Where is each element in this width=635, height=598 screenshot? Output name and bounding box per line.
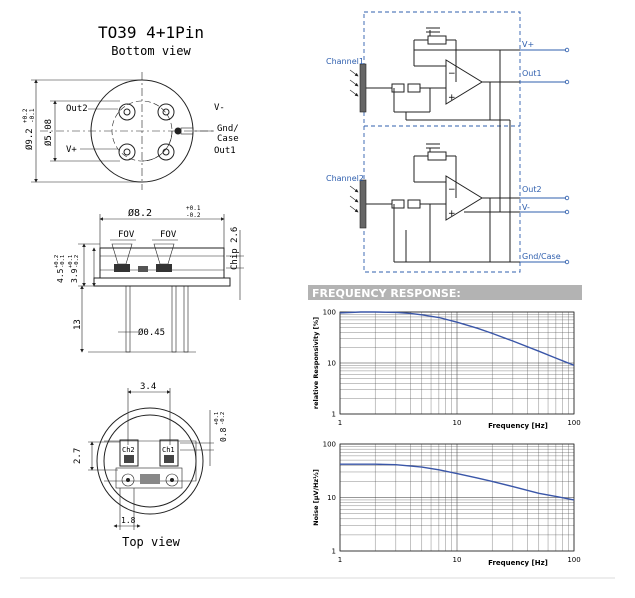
y-axis-label: Noise [µV/Hz½]	[312, 469, 320, 526]
top-view-drawing: 3.4 Ch2 Ch1 2.7 0.8 +0.1 -0.2 1.8 Top vi…	[73, 382, 228, 549]
pin-label-out1: Out1	[214, 146, 236, 156]
svg-text:-0.2: -0.2	[74, 255, 80, 268]
dim-heights: 4.5 +0.2 -0.1 3.9 +0.1 -0.2	[54, 243, 100, 287]
label-ch2: Ch2	[122, 446, 135, 454]
pin-label-gnd: Gnd/	[217, 124, 239, 134]
banner-title: FREQUENCY RESPONSE:	[312, 287, 461, 300]
svg-text:−: −	[448, 69, 456, 79]
x-axis-label: Frequency [Hz]	[488, 559, 548, 567]
label-channel2: Channel2	[326, 174, 364, 183]
label-channel1: Channel1	[326, 57, 364, 66]
pin-label-vplus: V+	[66, 145, 77, 155]
x-tick-label: 10	[453, 419, 462, 427]
svg-text:-0.2: -0.2	[220, 412, 226, 425]
channel1-circuit: − +	[349, 27, 520, 121]
svg-text:3.9: 3.9	[70, 268, 79, 283]
x-axis-label: Frequency [Hz]	[488, 422, 548, 430]
can-flange	[93, 277, 231, 287]
dim-pitch: 3.4	[140, 382, 156, 392]
svg-text:Ø5.08: Ø5.08	[43, 119, 54, 146]
svg-text:+0.1: +0.1	[68, 255, 74, 268]
y-tick-label: 10	[327, 360, 336, 368]
dim-lead-dia: Ø0.45	[138, 327, 165, 338]
svg-text:+0.2: +0.2	[54, 255, 60, 268]
top-inner-circle	[103, 414, 197, 508]
x-tick-label: 1	[338, 556, 342, 564]
svg-text:-0.1: -0.1	[60, 255, 66, 268]
x-tick-label: 100	[567, 419, 580, 427]
circuit-schematic: − +	[326, 11, 570, 273]
package-title: TO39 4+1Pin	[98, 23, 204, 42]
dim-pin-circle: Ø5.08	[43, 100, 120, 162]
label-ch1: Ch1	[162, 446, 175, 454]
x-tick-label: 1	[338, 419, 342, 427]
bottom-view-drawing: TO39 4+1Pin Bottom view Out2 V+ V- Gnd/ …	[22, 23, 239, 190]
banner-bg	[308, 285, 582, 300]
opamp2	[445, 175, 483, 221]
circuit-frame	[363, 11, 521, 273]
y-tick-label: 1	[332, 548, 336, 556]
x-tick-label: 10	[453, 556, 462, 564]
opamp1	[445, 59, 483, 105]
y-tick-label: 10	[327, 494, 336, 502]
svg-text:4.5: 4.5	[56, 268, 65, 283]
pin-label-case: Case	[217, 134, 239, 144]
ch1-element	[159, 439, 179, 467]
pin-label-out2: Out2	[66, 104, 88, 114]
svg-text:+: +	[448, 93, 456, 103]
ch2-element	[119, 439, 139, 467]
svg-text:+0.1: +0.1	[186, 205, 201, 212]
dim-lead-len: 13	[73, 319, 83, 330]
series-line	[339, 311, 575, 366]
top-outer-circle	[96, 407, 204, 515]
pins	[118, 103, 194, 161]
svg-text:FOV: FOV	[160, 230, 177, 240]
y-tick-label: 100	[323, 309, 336, 317]
fov-windows: FOV FOV	[110, 230, 178, 272]
dim-off-right: 0.8	[219, 427, 228, 442]
y-axis-label: relative Responsivity [%]	[312, 317, 320, 409]
package-subtitle: Bottom view	[111, 44, 191, 58]
svg-text:+0.1: +0.1	[214, 412, 220, 425]
label-vminus: V-	[522, 203, 530, 212]
plot-frame	[339, 443, 575, 552]
svg-text:+0.2: +0.2	[22, 108, 29, 123]
leads: 13 Ø0.45	[73, 285, 196, 353]
channel2-circuit: − +	[349, 50, 520, 263]
svg-text:−: −	[448, 185, 456, 195]
label-vplus: V+	[522, 40, 534, 49]
side-view-drawing: Ø8.2 +0.1 -0.2 FOV FOV Chip 2.6 4.5	[54, 205, 244, 353]
dim-bottom: 1.8	[121, 516, 136, 525]
label-out1: Out1	[522, 69, 542, 78]
dim-chip: Chip 2.6	[230, 227, 240, 270]
plot-frame	[339, 311, 575, 415]
top-view-caption: Top view	[122, 535, 181, 549]
series-line	[340, 463, 575, 501]
label-gnd-case: Gnd/Case	[522, 252, 561, 261]
svg-text:-0.2: -0.2	[186, 212, 201, 219]
label-out2: Out2	[522, 185, 542, 194]
y-tick-label: 100	[323, 441, 336, 449]
svg-text:FOV: FOV	[118, 230, 135, 240]
dim-outer-dia: Ø9.2 +0.2 -0.1	[22, 79, 142, 183]
x-tick-label: 100	[567, 556, 580, 564]
dim-off-left: 2.7	[73, 448, 83, 464]
can-body	[99, 247, 225, 279]
y-tick-label: 1	[332, 411, 336, 419]
pin-label-vminus: V-	[214, 103, 225, 113]
dim-cap-dia: Ø8.2	[128, 207, 152, 219]
pin-arc	[141, 130, 173, 162]
svg-text:Ø9.2: Ø9.2	[24, 128, 35, 150]
svg-text:-0.1: -0.1	[29, 108, 36, 123]
svg-text:+: +	[448, 209, 456, 219]
